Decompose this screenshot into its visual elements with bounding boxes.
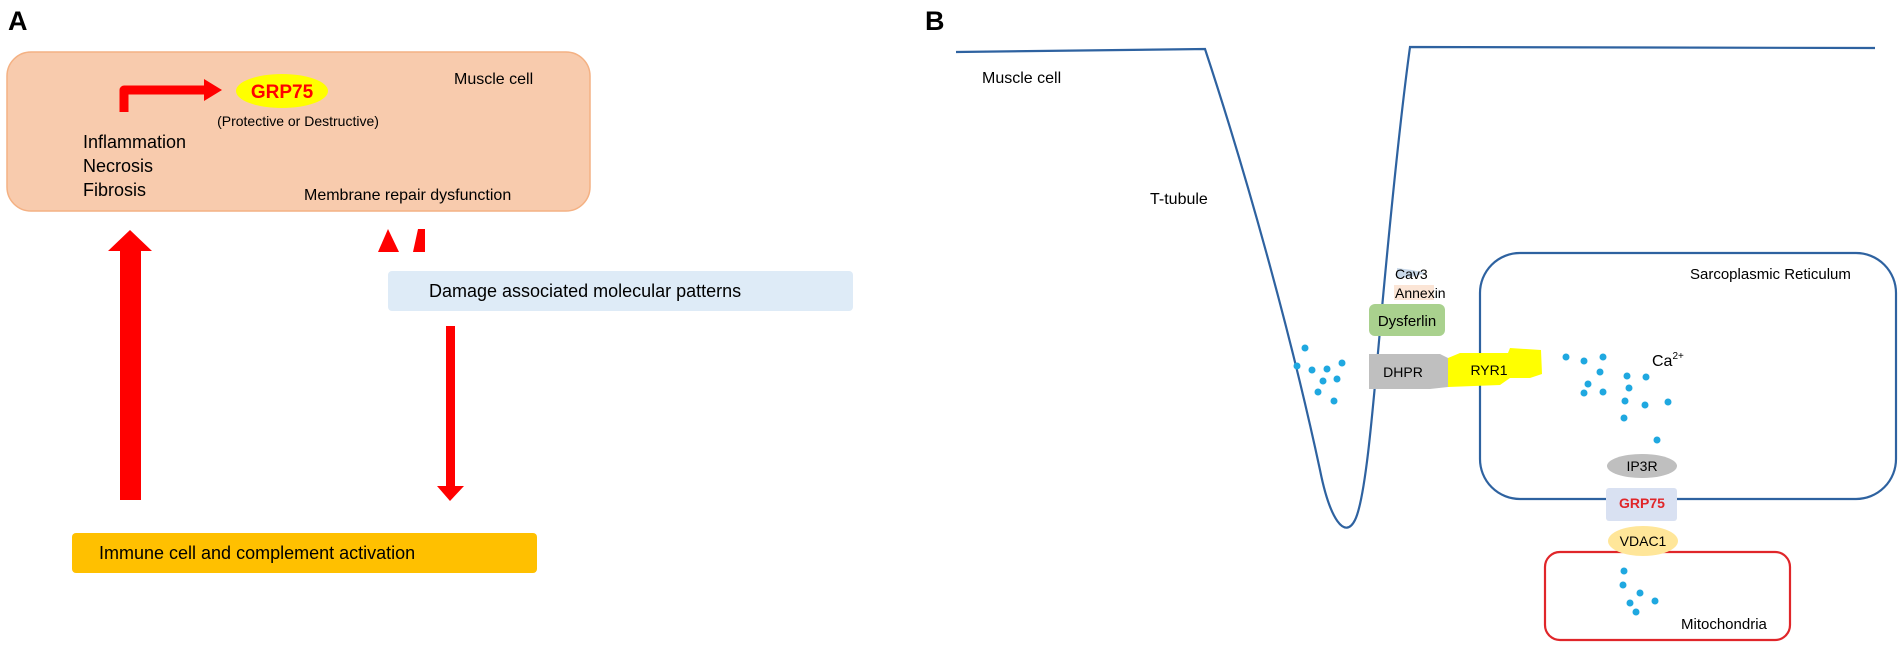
grp75-label: GRP75 [251,82,314,103]
muscle-cell-label-b: Muscle cell [982,70,1061,87]
ip3r-label: IP3R [1626,458,1657,474]
calcium-ions-ttubule [1293,344,1346,405]
sarcolemma-membrane [955,45,1876,529]
bent-arrow-head [204,79,222,101]
calcium-ion [1620,414,1628,422]
ttubule-label: T-tubule [1150,191,1208,208]
ryr1-shape [1448,348,1542,387]
immune-to-cell-arrow [108,230,152,500]
panel-b-label: B [925,6,945,36]
grp75-note: (Protective or Destructive) [217,113,379,129]
calcium-ion [1293,362,1301,370]
calcium-ion [1641,401,1649,409]
damp-to-immune-head [437,486,464,501]
calcium-ion [1599,353,1607,361]
sarcoplasmic-reticulum [1478,251,1898,501]
dysferlin-box [1369,304,1445,336]
calcium-ion [1651,597,1659,605]
calcium-ion [1596,368,1604,376]
calcium-ion [1323,365,1331,373]
calcium-ion [1314,388,1322,396]
calcium-label: Ca2+ [1652,351,1684,370]
grp75-label-b: GRP75 [1619,495,1665,511]
calcium-ion [1632,608,1640,616]
ip3r-shape [1607,454,1677,478]
calcium-ion [1636,589,1644,597]
calcium-ion [1621,397,1629,405]
calcium-ion [1580,389,1588,397]
immune-label: Immune cell and complement activation [99,543,415,563]
mito-label: Mitochondria [1681,616,1768,633]
cav3-shape [1397,268,1426,278]
damp-arrow-head-right [413,229,425,252]
damp-box [388,271,853,311]
panel-b: B Muscle cell T-tubule Sarcoplasmic Reti… [925,6,1898,642]
calcium-ion [1562,353,1570,361]
dysferlin-label: Dysferlin [1378,313,1436,330]
calcium-ion [1330,397,1338,405]
effect-necrosis: Necrosis [83,156,153,176]
panel-a-label: A [8,6,28,36]
calcium-ion [1664,398,1672,406]
grp75-box-b [1606,488,1677,521]
annexin-label: Annexin [1395,285,1446,301]
calcium-ions-sr [1562,353,1672,444]
dhpr-label: DHPR [1383,364,1423,380]
calcium-ion [1301,344,1309,352]
calcium-ion [1620,567,1628,575]
effect-inflammation: Inflammation [83,132,186,152]
calcium-ion [1653,436,1661,444]
annexin-shape [1394,285,1434,300]
muscle-cell-label: Muscle cell [454,71,533,88]
calcium-ion [1580,357,1588,365]
immune-box [72,533,537,573]
damp-arrow-head-left [378,229,399,252]
grp75-ellipse [236,74,328,108]
damp-to-immune-shaft [446,326,455,486]
calcium-ion [1642,373,1650,381]
calcium-ion [1308,366,1316,374]
vdac1-shape [1608,526,1678,556]
dhpr-shape [1369,354,1448,389]
calcium-ions-mito [1619,567,1659,616]
vdac1-label: VDAC1 [1620,533,1667,549]
effect-fibrosis: Fibrosis [83,180,146,200]
sr-label: Sarcoplasmic Reticulum [1690,266,1851,283]
mitochondria [1543,550,1792,642]
calcium-ion [1623,372,1631,380]
panel-a: A Muscle cell GRP75 (Protective or Destr… [6,6,853,573]
damp-label: Damage associated molecular patterns [429,281,741,301]
calcium-ion [1319,377,1327,385]
ryr1-label: RYR1 [1470,362,1507,378]
calcium-ion [1599,388,1607,396]
calcium-ion [1333,375,1341,383]
calcium-ion [1584,380,1592,388]
calcium-ion [1626,599,1634,607]
calcium-ion [1619,581,1627,589]
membrane-repair-label: Membrane repair dysfunction [304,187,511,204]
cav3-label: Cav3 [1395,266,1428,282]
calcium-ion [1625,384,1633,392]
bent-arrow [119,85,204,112]
calcium-ion [1338,359,1346,367]
